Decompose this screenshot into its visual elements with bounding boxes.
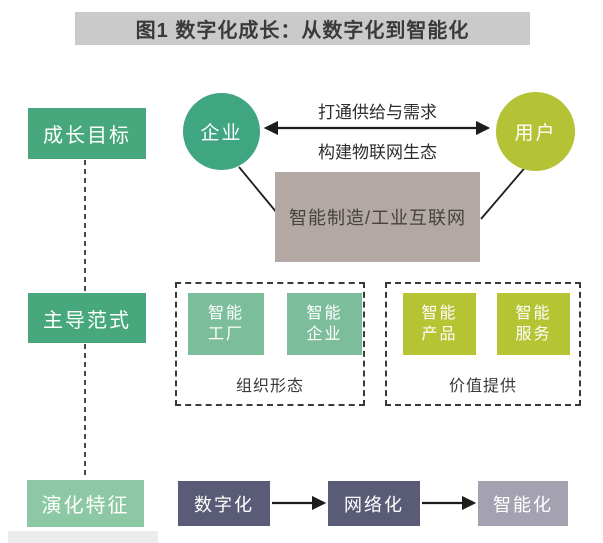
stage-intelligence: 智能化 [478,481,568,526]
chip-smart-enterprise: 智能 企业 [287,293,362,355]
diagram-title: 图1 数字化成长：从数字化到智能化 [135,20,470,42]
arrow-label-iot-ecosystem: 构建物联网生态 [318,143,437,162]
chip-smart-factory-line1: 智能 [207,305,244,322]
title-bar: 图1 数字化成长：从数字化到智能化 [75,12,530,45]
group-caption-organization: 组织形态 [235,378,304,395]
group-organization-form: 组织形态 [175,282,365,406]
faint-strip [8,531,158,543]
chip-smart-enterprise-line1: 智能 [306,305,343,322]
group-value-provision: 价值提供 [385,282,581,406]
row-label-dominant-paradigm: 主导范式 [28,293,146,343]
arrow-label-supply-demand: 打通供给与需求 [318,103,437,122]
stage-networking: 网络化 [328,481,420,526]
chip-smart-product: 智能 产品 [403,293,476,355]
chip-smart-service: 智能 服务 [497,293,570,355]
chip-smart-factory-line2: 工厂 [207,326,244,343]
row-label-evolution-traits: 演化特征 [27,480,144,527]
chip-smart-service-line2: 服务 [515,326,552,343]
enterprise-to-platform-line [238,166,278,214]
chip-smart-enterprise-line2: 企业 [306,326,343,343]
enterprise-node: 企业 [183,93,260,170]
chip-smart-service-line1: 智能 [515,305,552,322]
chip-smart-product-line1: 智能 [421,305,458,322]
row-label-growth-goal: 成长目标 [28,108,146,159]
stage-digitalization: 数字化 [178,481,270,526]
group-caption-value: 价值提供 [448,378,517,395]
platform-node: 智能制造/工业互联网 [275,172,480,262]
chip-smart-factory: 智能 工厂 [188,293,264,355]
chip-smart-product-line2: 产品 [421,326,458,343]
user-node: 用户 [496,92,575,171]
user-to-platform-line [480,163,529,220]
